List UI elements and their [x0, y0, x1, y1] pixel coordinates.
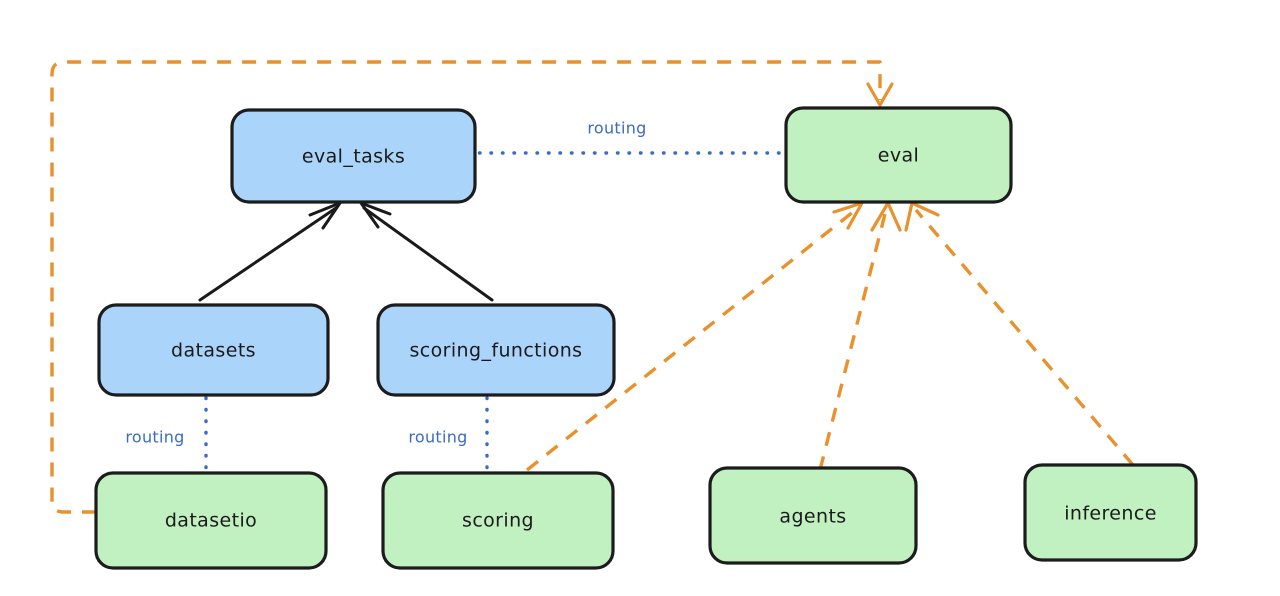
node-shape-datasetio[interactable] — [94, 471, 328, 570]
node-shape-eval-tasks[interactable] — [230, 108, 477, 204]
edge-datasetio-to-eval — [50, 60, 894, 514]
edge-line-scoring-eval — [525, 206, 860, 472]
node-shape-datasets[interactable] — [97, 303, 330, 397]
node-label-eval: eval — [878, 145, 919, 167]
node-inference[interactable]: inference — [1023, 463, 1198, 562]
node-label-eval-tasks: eval_tasks — [302, 146, 405, 168]
node-label-datasetio: datasetio — [165, 510, 257, 532]
node-datasetio[interactable]: datasetio — [94, 471, 328, 570]
node-label-scoring-functions: scoring_functions — [410, 340, 583, 362]
node-eval-tasks[interactable]: eval_tasks — [230, 108, 477, 204]
node-scoring[interactable]: scoring — [381, 471, 615, 570]
node-label-agents: agents — [779, 506, 846, 528]
edge-label-routing-eval-tasks: routing — [587, 119, 646, 138]
node-label-datasets: datasets — [171, 340, 256, 362]
node-label-inference: inference — [1064, 503, 1157, 525]
edge-datasets-to-eval-tasks — [198, 201, 342, 302]
node-shape-agents[interactable] — [708, 466, 918, 565]
edge-line-datasets-eval-tasks — [198, 206, 338, 302]
node-shape-inference[interactable] — [1023, 463, 1198, 562]
edge-inference-to-eval — [904, 201, 1135, 467]
edge-line-datasetio-eval — [50, 60, 882, 514]
node-eval[interactable]: eval — [784, 106, 1013, 204]
node-shape-scoring[interactable] — [381, 471, 615, 570]
node-shape-eval[interactable] — [784, 106, 1013, 204]
edge-label-routing-datasets: routing — [125, 428, 184, 447]
node-shape-scoring-functions[interactable] — [376, 303, 616, 397]
edge-line-agents-eval — [818, 209, 888, 471]
edge-label-routing-scoring-functions: routing — [408, 428, 467, 447]
edge-line-inference-eval — [914, 208, 1135, 467]
edge-agents-to-eval — [818, 201, 902, 471]
edge-line-scoring-functions-eval-tasks — [362, 206, 494, 302]
node-scoring-functions[interactable]: scoring_functions — [376, 303, 616, 397]
node-label-scoring: scoring — [462, 510, 534, 532]
node-datasets[interactable]: datasets — [97, 303, 330, 397]
node-agents[interactable]: agents — [708, 466, 918, 565]
arrowhead-datasetio-eval — [866, 82, 894, 107]
edge-scoring-functions-to-eval-tasks — [359, 201, 494, 302]
